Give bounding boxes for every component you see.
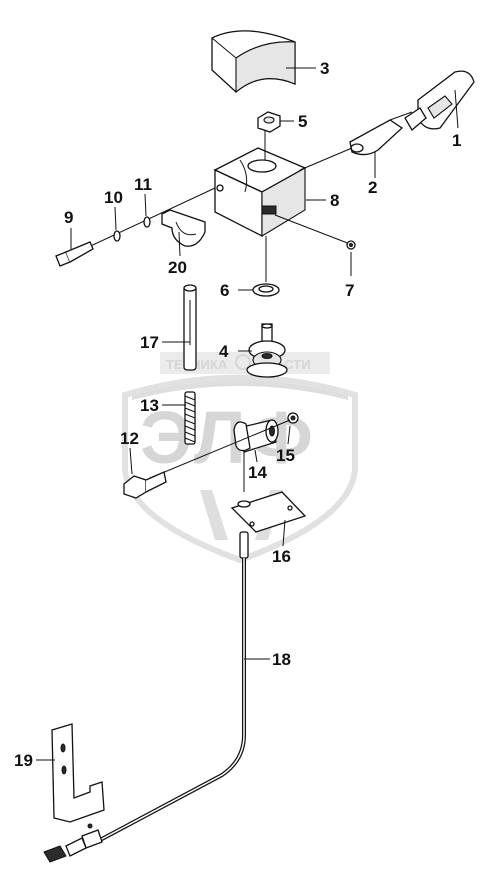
part-3-cover xyxy=(211,30,296,94)
part-4-bearing-assembly xyxy=(246,323,288,378)
part-1-lever-handle xyxy=(404,70,475,132)
callout-2: 2 xyxy=(368,178,377,197)
part-5-nut xyxy=(257,111,281,133)
part-7-small-nut xyxy=(346,240,356,250)
part-13-spring xyxy=(184,391,196,445)
callout-12: 12 xyxy=(120,429,139,448)
callout-11: 11 xyxy=(134,175,152,194)
watermark-ribbon-left: ТЕХНИКА xyxy=(166,357,228,372)
callout-14: 14 xyxy=(248,463,267,482)
callout-leaders xyxy=(36,67,459,761)
part-14-lever-tube xyxy=(233,419,279,453)
callout-8: 8 xyxy=(330,191,339,210)
part-19-bracket xyxy=(51,723,105,829)
callout-9: 9 xyxy=(64,208,73,227)
part-2-lever-eye xyxy=(349,111,413,156)
part-11-washer xyxy=(143,216,151,228)
callout-19: 19 xyxy=(14,751,33,770)
callout-1: 1 xyxy=(452,131,461,150)
watermark-logo-text: ЭЛФ xyxy=(140,396,317,479)
callout-18: 18 xyxy=(272,650,291,669)
part-12-bolt xyxy=(123,471,167,499)
callout-4: 4 xyxy=(219,342,229,361)
callout-labels: 1 2 3 4 5 6 7 8 9 10 11 12 13 14 15 16 1… xyxy=(14,59,461,770)
part-16-plate xyxy=(230,491,307,533)
watermark-logo: ТЕХНИКА ЧАСТИ ЭЛФ xyxy=(122,352,358,564)
part-17-rod xyxy=(183,284,197,371)
part-8-housing xyxy=(213,147,307,238)
watermark-gear-icon xyxy=(235,354,251,370)
callout-17: 17 xyxy=(140,333,159,352)
part-20-clamp xyxy=(161,209,206,247)
part-15-nut xyxy=(287,412,299,424)
callout-3: 3 xyxy=(320,59,329,78)
callout-20: 20 xyxy=(168,258,187,277)
callout-15: 15 xyxy=(276,446,295,465)
callout-5: 5 xyxy=(298,112,307,131)
part-9-bolt xyxy=(55,241,94,267)
callout-10: 10 xyxy=(104,188,123,207)
part-6-ring xyxy=(252,283,280,297)
part-10-washer xyxy=(113,230,121,242)
callout-7: 7 xyxy=(345,281,354,300)
part-18-cable xyxy=(43,531,249,863)
callout-6: 6 xyxy=(220,281,229,300)
callout-13: 13 xyxy=(140,396,159,415)
callout-16: 16 xyxy=(272,547,291,566)
